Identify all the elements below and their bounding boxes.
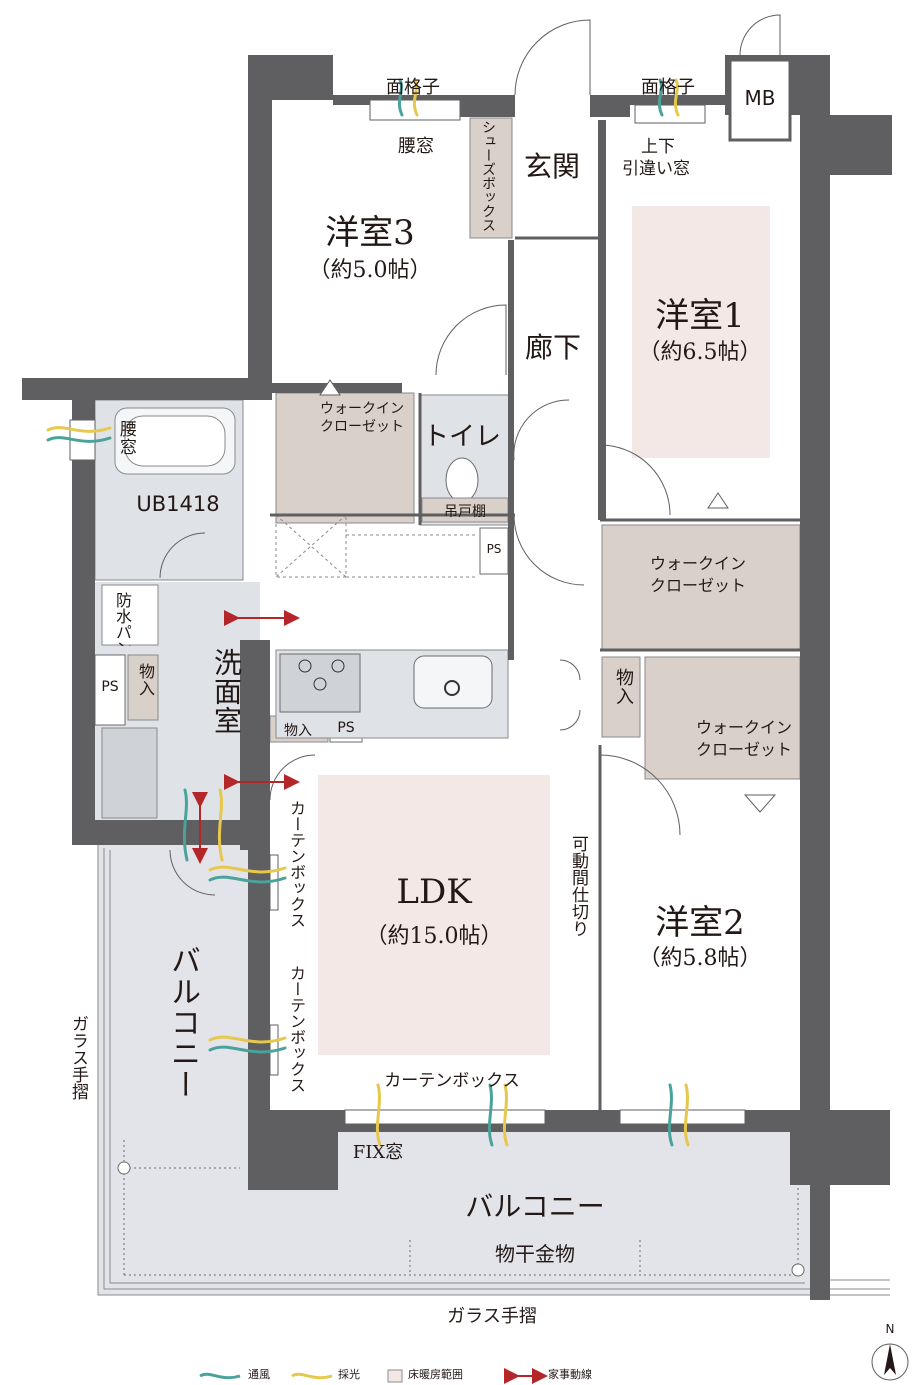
- door-triangle-western3: [319, 379, 341, 396]
- mb-label: MB: [744, 86, 776, 110]
- burner-1: [298, 659, 312, 673]
- drying-hardware-label: 物干金物: [495, 1242, 575, 1266]
- compass-icon: [871, 1343, 909, 1381]
- walls: [22, 55, 892, 1300]
- waterproof-pan-label: 防水パン: [113, 592, 132, 646]
- movable-partition-label: 可動間仕切り: [568, 835, 588, 937]
- wic-western3: [275, 392, 415, 524]
- updown-window-line2: 引違い窓: [622, 159, 690, 179]
- wic3-line1: ウォークイン: [695, 718, 793, 737]
- western3-size: （約5.0帖）: [308, 258, 432, 283]
- lattice-right-label: 面格子: [641, 77, 695, 98]
- legend-item-light: 採光: [338, 1368, 360, 1381]
- partitions: [270, 236, 800, 1110]
- burner-2: [331, 659, 345, 673]
- legend-item-ventilation: 通風: [248, 1368, 270, 1381]
- western1-name: 洋室1: [655, 296, 745, 336]
- ps-wash-label: PS: [101, 679, 119, 695]
- housework-arrows: [192, 610, 300, 864]
- mb-box: [728, 58, 792, 142]
- toilet-label: トイレ: [422, 422, 502, 452]
- airflow-marks: [46, 78, 690, 1147]
- western3-name: 洋室3: [325, 213, 415, 253]
- western1-size: （約6.5帖）: [638, 340, 762, 365]
- western2-name: 洋室2: [655, 903, 745, 943]
- glass-handrail: [97, 845, 890, 1296]
- unit-bath-label: UB1418: [136, 492, 220, 516]
- wic1-line1: ウォークイン: [320, 401, 404, 417]
- overhead-cabinet: [275, 514, 478, 578]
- ps-toilet-label: PS: [486, 542, 502, 556]
- balcony-main-floor: [98, 1130, 823, 1295]
- sink-drain: [444, 680, 460, 696]
- updown-window-line1: 上下: [641, 137, 675, 157]
- wic-western1: [601, 524, 801, 651]
- storage-kitchen-label: 物入: [284, 723, 312, 739]
- glass-rail-left-label: ガラス手摺: [68, 1015, 88, 1100]
- wic1-line2: クローゼット: [320, 419, 404, 435]
- drying-hook-right: [791, 1263, 805, 1277]
- fix-window-label: FIX窓: [352, 1142, 404, 1163]
- waist-window-top-label: 腰窓: [398, 136, 434, 157]
- washroom-label: 洗面室: [210, 648, 243, 735]
- ldk-name: LDK: [396, 872, 472, 912]
- lattice-left-label: 面格子: [386, 77, 440, 98]
- stove: [279, 653, 361, 713]
- balcony-side-label: バルコニー: [165, 945, 200, 1100]
- storage-hall-label: 物入: [613, 668, 634, 706]
- glass-rail-bottom-label: ガラス手摺: [447, 1306, 537, 1327]
- storage-hall: [601, 656, 641, 738]
- door-triangle-wic3: [743, 794, 777, 813]
- shoe-box-label: シューズボックス: [480, 120, 496, 232]
- legend-light-icon: [291, 1372, 333, 1380]
- hanging-shelf: [421, 497, 509, 523]
- washstand: [101, 727, 158, 819]
- curtain-box-bottom-label: カーテンボックス: [384, 1071, 520, 1091]
- door-swings: [159, 14, 781, 896]
- wic2-line1: ウォークイン: [649, 554, 747, 573]
- compass-label: N: [885, 1322, 895, 1336]
- storage-wash-label: 物入: [136, 663, 155, 697]
- western2-size: （約5.8帖）: [638, 946, 762, 971]
- waterproof-pan: [101, 584, 159, 646]
- curtain-box-2-label: カーテンボックス: [287, 965, 306, 1093]
- legend-item-floor-heating: 床暖房範囲: [408, 1368, 463, 1381]
- ps-kitchen-label: PS: [337, 720, 355, 736]
- toilet-bowl: [445, 457, 479, 503]
- burner-3: [313, 677, 327, 691]
- floor-heating-ldk: [318, 775, 550, 1055]
- ldk-size: （約15.0帖）: [365, 924, 503, 949]
- wic3-line2: クローゼット: [695, 740, 793, 759]
- waist-window-bath-label: 腰窓: [116, 420, 136, 456]
- hanging-shelf-label: 吊戸棚: [444, 504, 486, 520]
- legend-floor-heating-icon: [387, 1369, 403, 1383]
- drying-hardware-line: [123, 1140, 799, 1276]
- legend-ventilation-icon: [199, 1372, 241, 1380]
- floor-heating-western1: [632, 206, 770, 458]
- storage-wash: [127, 654, 159, 721]
- bathtub-inner: [124, 415, 226, 467]
- door-triangle-wic1: [707, 492, 729, 509]
- shoe-box: [469, 117, 513, 239]
- curtain-box-1-label: カーテンボックス: [287, 800, 306, 928]
- entrance-label: 玄関: [523, 150, 581, 183]
- hallway-label: 廊下: [524, 331, 582, 364]
- legend-item-housework: 家事動線: [548, 1368, 592, 1381]
- ps-toilet-box: [479, 527, 509, 575]
- wic-western2: [644, 656, 801, 780]
- wic2-line2: クローゼット: [649, 576, 747, 595]
- balcony-main-label: バルコニー: [465, 1190, 605, 1223]
- drying-hook-left: [117, 1161, 131, 1175]
